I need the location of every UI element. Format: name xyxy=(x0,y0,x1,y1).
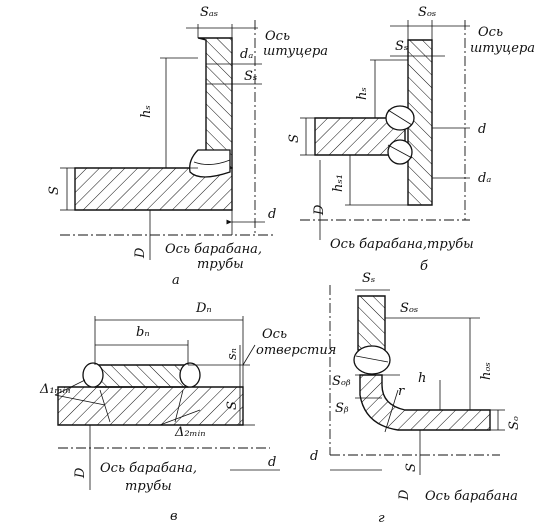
label-delta1-v: Δ₁ₘᵢₙ xyxy=(39,382,70,397)
label-axis-drum-v: Ось барабана, xyxy=(100,461,197,476)
label-axis-fitting2-a: штуцера xyxy=(263,44,328,59)
label-s-os-b: Sₒₛ xyxy=(418,5,436,20)
label-letter-g: г xyxy=(378,511,385,526)
figure-b: Sₒₛ Sₛ Ось штуцера hₛ S d dₐ hₛ₁ D Ось б… xyxy=(287,5,535,274)
label-axis-fitting-a: Ось xyxy=(265,29,290,44)
label-h-s-a: hₛ xyxy=(139,105,154,118)
label-h-g: h xyxy=(418,371,426,386)
label-letter-v: в xyxy=(170,509,178,524)
figure-v: Dₙ bₙ Ось отверстия sₙ S Δ₁ₘᵢₙ Δ₂ₘᵢₙ D О… xyxy=(39,301,336,524)
label-s-a: S xyxy=(47,186,62,195)
nozzle-wall-a xyxy=(197,37,233,169)
label-s-os-a: Sₐₛ xyxy=(200,5,218,20)
label-b-n-v: bₙ xyxy=(136,325,150,340)
label-letter-b: б xyxy=(420,259,428,274)
label-axis-fitting-b: Ось xyxy=(478,25,503,40)
label-axis-drum-b: Ось барабана,трубы xyxy=(330,237,474,252)
label-h-os-g: hₒₛ xyxy=(479,362,494,380)
label-s-g: S xyxy=(404,463,419,472)
label-D-a: D xyxy=(133,247,148,259)
label-delta2-v: Δ₂ₘᵢₙ xyxy=(174,425,205,440)
label-r-g: r xyxy=(398,384,405,399)
label-axis-drum2-v: трубы xyxy=(125,479,172,494)
label-s-s-a: Sₛ xyxy=(244,69,257,84)
label-d-a-b: dₐ xyxy=(478,171,491,186)
label-letter-a: а xyxy=(172,273,180,288)
label-s-o-g: Sₒ xyxy=(507,416,522,430)
weld-b-top xyxy=(385,105,415,131)
label-D-v: D xyxy=(73,467,88,479)
label-axis-fitting2-b: штуцера xyxy=(470,41,535,56)
label-s-b: S xyxy=(287,134,302,143)
label-D-n-v: Dₙ xyxy=(195,301,212,316)
label-D-g: D xyxy=(397,489,412,501)
label-d-v: d xyxy=(268,455,276,470)
label-s-ob-g: Sₒᵦ xyxy=(332,374,351,389)
label-d-g: d xyxy=(310,449,318,464)
weld-a xyxy=(189,149,231,178)
label-axis-drum2-a: трубы xyxy=(197,257,244,272)
label-s-n-v: sₙ xyxy=(225,348,240,360)
label-h-s1-b: hₛ₁ xyxy=(331,174,346,192)
label-axis-hole-v: Ось xyxy=(262,327,287,342)
label-s-b-g: Sᵦ xyxy=(335,401,349,416)
label-axis-drum-a: Ось барабана, xyxy=(165,242,262,257)
pad-plate-v xyxy=(94,364,189,388)
label-h-s-b: hₛ xyxy=(355,87,370,100)
drum-wall-v xyxy=(57,386,244,426)
label-D-b: D xyxy=(312,204,327,216)
label-s-v: S xyxy=(225,401,240,410)
label-d-a-a: dₐ xyxy=(240,47,253,62)
label-s-s-b: Sₛ xyxy=(395,39,408,54)
label-d-b: d xyxy=(478,122,486,137)
weld-b-bottom xyxy=(387,139,413,165)
label-s-os-g: Sₒₛ xyxy=(400,301,418,316)
weld-g xyxy=(353,345,391,375)
weld-v-left xyxy=(82,362,104,388)
label-axis-hole2-v: отверстия xyxy=(256,343,336,358)
label-s-s-g: Sₛ xyxy=(362,271,375,286)
figure-a: Sₐₛ dₐ Sₛ Ось штуцера hₛ S d D Ось бараб… xyxy=(47,5,328,288)
label-d-a: d xyxy=(268,207,276,222)
label-axis-drum-g: Ось барабана xyxy=(425,489,518,504)
nozzle-wall-g xyxy=(357,295,386,351)
weld-v-right xyxy=(179,362,201,388)
figure-g: Sₛ Sₒₛ Sₒᵦ Sᵦ h r hₒₛ Sₒ d S D Ось бараб… xyxy=(310,271,522,526)
